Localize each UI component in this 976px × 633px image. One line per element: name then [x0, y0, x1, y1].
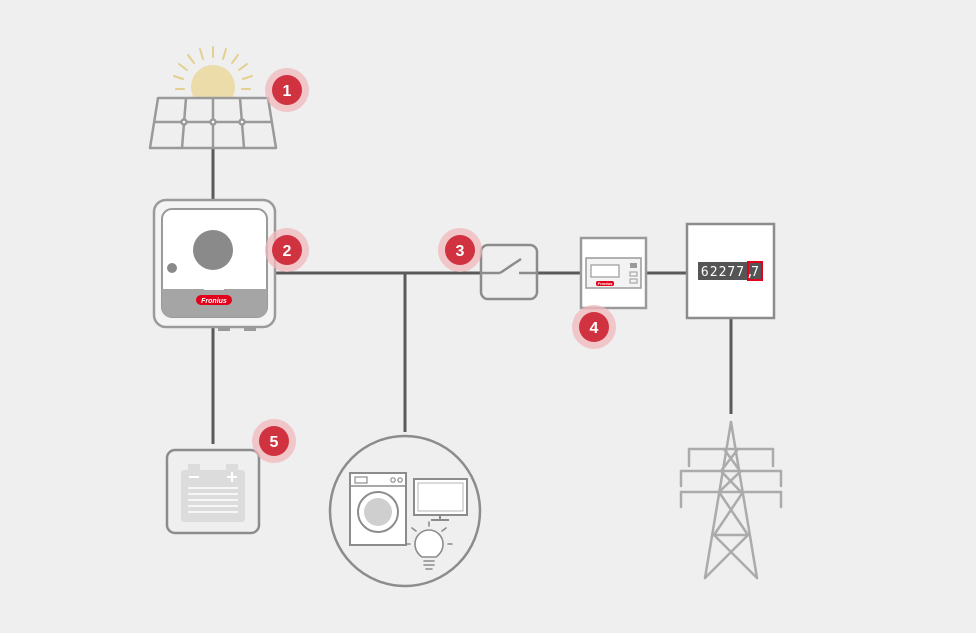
- meter-display: [698, 262, 748, 280]
- svg-text:5: 5: [270, 434, 279, 451]
- meter-reading-decimal: 7: [751, 265, 759, 280]
- connection-lines: [211, 148, 733, 444]
- meter-reading-digits: 62277: [701, 265, 745, 280]
- switch-icon: [479, 243, 539, 301]
- washing-machine-icon: [349, 472, 407, 546]
- badge-3: 3: [438, 228, 482, 272]
- smart-meter-icon: Fronius: [579, 236, 648, 310]
- solar-panel-icon: [148, 96, 278, 150]
- svg-text:1: 1: [283, 83, 292, 100]
- svg-text:,: ,: [746, 265, 754, 280]
- inverter-brand-label: Fronius: [201, 298, 227, 305]
- meter-decimal-box: [747, 261, 763, 281]
- meter-brand-label: Fronius: [598, 281, 613, 286]
- inverter-icon: Fronius: [152, 198, 277, 331]
- battery-icon: [165, 448, 261, 535]
- badge-5: 5: [252, 419, 296, 463]
- svg-text:3: 3: [456, 243, 465, 260]
- badge-4: 4: [572, 305, 616, 349]
- lightbulb-icon: [405, 521, 453, 570]
- badge-1: 1: [265, 68, 309, 112]
- consumers-group: [328, 434, 482, 588]
- energy-meter-icon: 62277 , 7: [685, 222, 776, 320]
- monitor-icon: [413, 478, 468, 521]
- badge-2: 2: [265, 228, 309, 272]
- svg-text:4: 4: [590, 320, 599, 337]
- svg-text:2: 2: [283, 243, 292, 260]
- power-pylon-icon: [679, 420, 783, 580]
